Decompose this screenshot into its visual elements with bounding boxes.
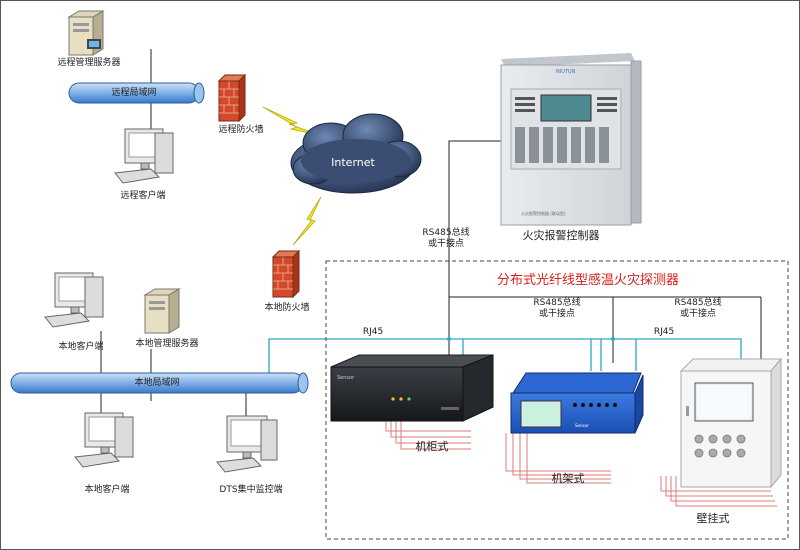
firewall-icon (271, 249, 301, 299)
remote-client-label: 远程客户端 (120, 191, 166, 201)
fire-alarm-panel-icon: NIUTUN 火灾报警控制器 (联动型) (500, 53, 642, 226)
computer-icon (216, 415, 278, 473)
svg-text:Sensor: Sensor (575, 423, 589, 428)
cloud-icon (290, 113, 422, 194)
wall-type-label: 壁挂式 (696, 512, 730, 525)
cabinet-type-label: 机柜式 (415, 440, 449, 453)
local-lan-label: 本地局域网 (134, 378, 180, 388)
dts-group-box (325, 260, 789, 540)
remote-lan-bar (68, 82, 205, 104)
internet-label: Internet (331, 156, 375, 169)
rs485-mid-line1: RS485总线 (533, 298, 581, 308)
rack-type-label: 机架式 (551, 472, 585, 485)
rs485-right-line2: 或干接点 (679, 309, 717, 319)
local-mgmt-server-label: 本地管理服务器 (135, 339, 199, 349)
svg-text:NIUTUN: NIUTUN (556, 69, 576, 75)
dts-group-title: 分布式光纤线型感温火灾探测器 (497, 273, 680, 288)
rs485-left-line1: RS485总线 (422, 228, 470, 238)
firewall-icon (217, 73, 247, 123)
rj45-left-label: RJ45 (362, 327, 384, 337)
local-firewall-label: 本地防火墙 (264, 303, 310, 313)
rs485-mid-line2: 或干接点 (538, 309, 576, 319)
rack-device-icon: Sensor (510, 372, 644, 434)
remote-mgmt-server-label: 远程管理服务器 (57, 58, 121, 68)
remote-firewall-label: 远程防火墙 (218, 125, 264, 135)
local-client-top-label: 本地客户端 (58, 342, 104, 352)
wall-mount-device-icon (679, 357, 783, 489)
svg-text:火灾报警控制器 (联动型): 火灾报警控制器 (联动型) (521, 210, 566, 216)
fire-controller-label: 火灾报警控制器 (522, 229, 600, 242)
local-lan-bar (10, 372, 309, 394)
rj45-right-label: RJ45 (653, 327, 675, 337)
dts-monitor-label: DTS集中监控端 (219, 485, 283, 495)
local-client-bottom-label: 本地客户端 (84, 485, 130, 495)
server-icon (143, 288, 181, 334)
remote-lan-label: 远程局域网 (111, 88, 157, 98)
rs485-wiring (100, 49, 762, 416)
rs485-left-line2: 或干接点 (427, 239, 465, 249)
computer-icon (74, 412, 134, 468)
svg-text:Sensor: Sensor (337, 375, 355, 381)
computer-icon (44, 272, 104, 328)
computer-icon (114, 128, 174, 184)
rs485-right-line1: RS485总线 (674, 298, 722, 308)
lightning-icon (292, 196, 322, 246)
server-icon (67, 10, 105, 56)
sensing-fiber-lines (385, 421, 777, 507)
cabinet-device-icon: Sensor (330, 354, 494, 422)
